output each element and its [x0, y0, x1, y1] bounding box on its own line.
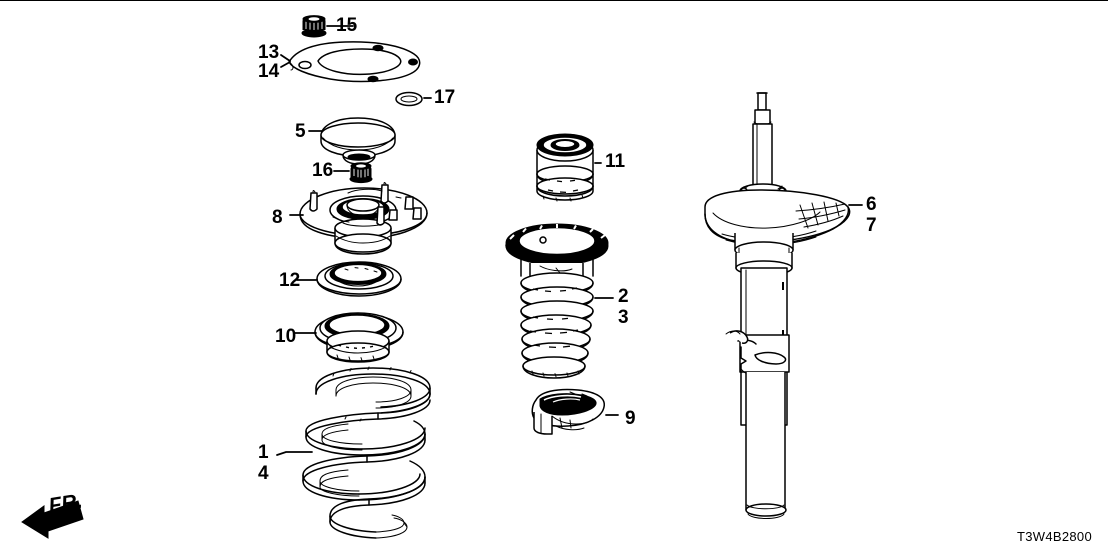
callout-14: 14 [258, 61, 280, 82]
callout-8: 8 [272, 207, 283, 228]
part-12-damper-mount-bearing [316, 261, 402, 297]
part-1-4-coil-spring [302, 366, 431, 539]
callout-11: 11 [605, 151, 626, 172]
part-17-o-ring [395, 91, 423, 107]
callout-7: 7 [866, 215, 877, 236]
part-5-damper-mount-cap [320, 117, 396, 165]
callout-6: 6 [866, 194, 877, 215]
part-10-spring-upper-seat [314, 312, 404, 363]
part-2-3-dust-cover [505, 223, 609, 379]
callout-5: 5 [295, 121, 306, 142]
callout-16: 16 [312, 160, 334, 181]
callout-15: 15 [336, 15, 358, 36]
part-16-self-locking-nut [349, 162, 373, 184]
page-top-border [0, 0, 1108, 1]
part-11-bump-stop [536, 133, 594, 202]
diagram-code: T3W4B2800 [1017, 529, 1092, 544]
callout-1: 1 [258, 442, 269, 463]
front-direction-arrow [21, 500, 84, 539]
callout-9: 9 [625, 408, 636, 429]
leader-1 [276, 451, 313, 456]
callout-3: 3 [618, 307, 629, 328]
leader-13 [280, 54, 291, 62]
part-8-damper-mounting-rubber [299, 182, 428, 255]
callout-13: 13 [258, 42, 280, 63]
callout-4: 4 [258, 463, 269, 484]
callout-17: 17 [434, 87, 456, 108]
callout-10: 10 [275, 326, 297, 347]
part-6-7-shock-absorber-unit [704, 92, 851, 519]
callout-2: 2 [618, 286, 629, 307]
callout-12: 12 [279, 270, 301, 291]
leader-14 [280, 61, 291, 68]
part-13-14-damper-mounting-base-plate [288, 41, 421, 83]
part-9-brake-hose-bracket [531, 388, 605, 435]
part-15-self-locking-flange-nut [301, 15, 327, 38]
